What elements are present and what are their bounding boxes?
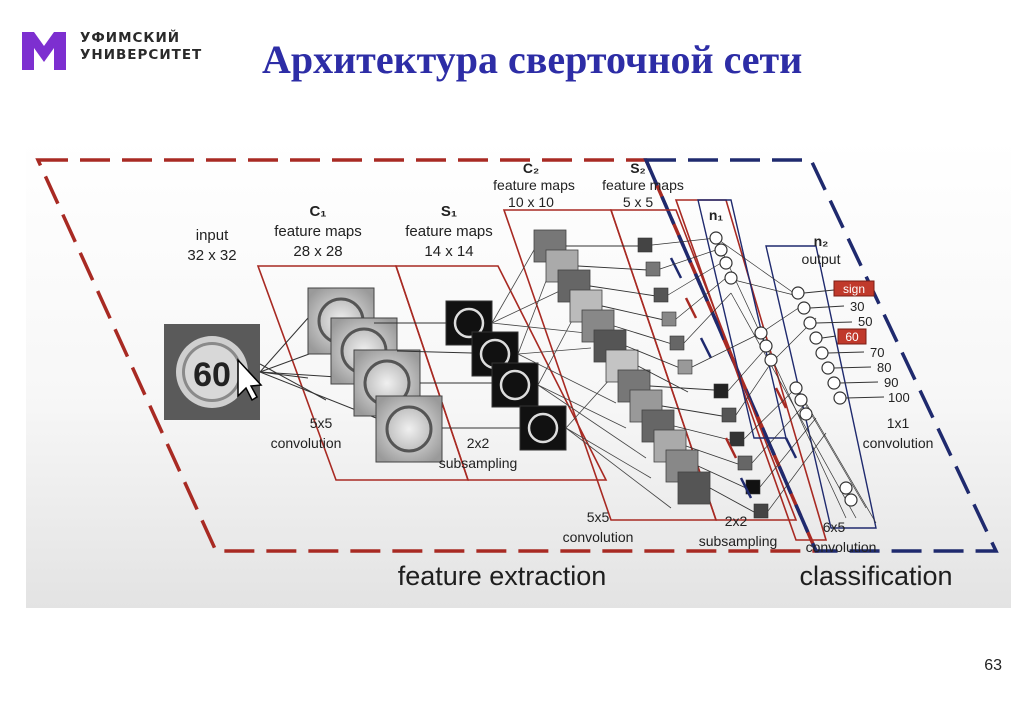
logo-mark-icon	[22, 32, 66, 70]
conv4-label: convolution	[863, 435, 934, 451]
feature-extraction-label: feature extraction	[398, 561, 607, 591]
n2-name: n₂	[814, 233, 829, 249]
conv2-label: convolution	[563, 529, 634, 545]
slide-title: Архитектура сверточной сети	[262, 37, 803, 82]
page-number: 63	[984, 657, 1002, 674]
output-70-label: 70	[870, 345, 884, 360]
s2-size: 5 x 5	[623, 194, 654, 210]
c2-label: feature maps	[493, 177, 575, 193]
s2-name: S₂	[630, 160, 646, 176]
output-labels: sign 30 50 60 70 80 90 100	[833, 280, 910, 405]
sub2-label: subsampling	[699, 533, 778, 549]
s2-label: feature maps	[602, 177, 684, 193]
sub1-kernel: 2x2	[467, 435, 490, 451]
output-50-label: 50	[858, 314, 872, 329]
sub1-label: subsampling	[439, 455, 518, 471]
sign-highlight	[833, 280, 875, 297]
n1-name: n₁	[709, 207, 724, 223]
c2-size: 10 x 10	[508, 194, 554, 210]
classification-label: classification	[799, 561, 952, 591]
output-30-label: 30	[850, 299, 864, 314]
logo-line-1: УФИМСКИЙ	[80, 30, 181, 46]
sub2-kernel: 2x2	[725, 513, 748, 529]
conv2-kernel: 5x5	[587, 509, 610, 525]
s1-size: 14 x 14	[424, 243, 473, 260]
connections-s2-n1	[651, 237, 877, 524]
connections-s1-c2	[491, 242, 672, 509]
conv3-label: convolution	[806, 539, 877, 555]
logo-line-2: УНИВЕРСИТЕТ	[80, 47, 203, 63]
s2-feature-maps	[637, 237, 769, 519]
output-60-label: 60	[845, 330, 859, 344]
s1-label: feature maps	[405, 223, 493, 240]
s1-feature-maps	[445, 300, 567, 451]
output-90-label: 90	[884, 375, 898, 390]
conv1-kernel: 5x5	[310, 415, 333, 431]
connections-c2-s2	[566, 245, 755, 513]
c1-label: feature maps	[274, 223, 362, 240]
n1-neurons	[709, 231, 858, 507]
output-60-highlight	[837, 328, 867, 345]
n2-label: output	[802, 251, 841, 267]
conv1-label: convolution	[271, 435, 342, 451]
s1-name: S₁	[441, 203, 457, 220]
output-neurons	[791, 286, 847, 405]
output-arrows	[803, 289, 885, 399]
c1-name: C₁	[309, 203, 326, 220]
input-label: input	[196, 227, 229, 244]
c1-size: 28 x 28	[293, 243, 342, 260]
cursor-icon	[237, 358, 263, 402]
cnn-diagram: 60 input 32 x 32 C₁ feature maps 28 x 28…	[26, 138, 1011, 608]
output-sign-label: sign	[843, 282, 865, 296]
conv4-kernel: 1x1	[887, 415, 910, 431]
university-logo: УФИМСКИЙ УНИВЕРСИТЕТ	[20, 28, 240, 78]
connections-c1-s1	[374, 322, 520, 429]
c1-feature-maps	[307, 287, 443, 463]
input-size: 32 x 32	[187, 247, 236, 264]
input-image: 60	[164, 324, 263, 420]
dash-accents	[669, 257, 798, 499]
input-sign-text: 60	[193, 356, 231, 394]
output-80-label: 80	[877, 360, 891, 375]
c2-name: C₂	[523, 160, 539, 176]
classification-frame	[643, 158, 999, 553]
c2-feature-maps	[533, 229, 711, 505]
conv3-kernel: 6x5	[823, 519, 846, 535]
output-100-label: 100	[888, 390, 910, 405]
